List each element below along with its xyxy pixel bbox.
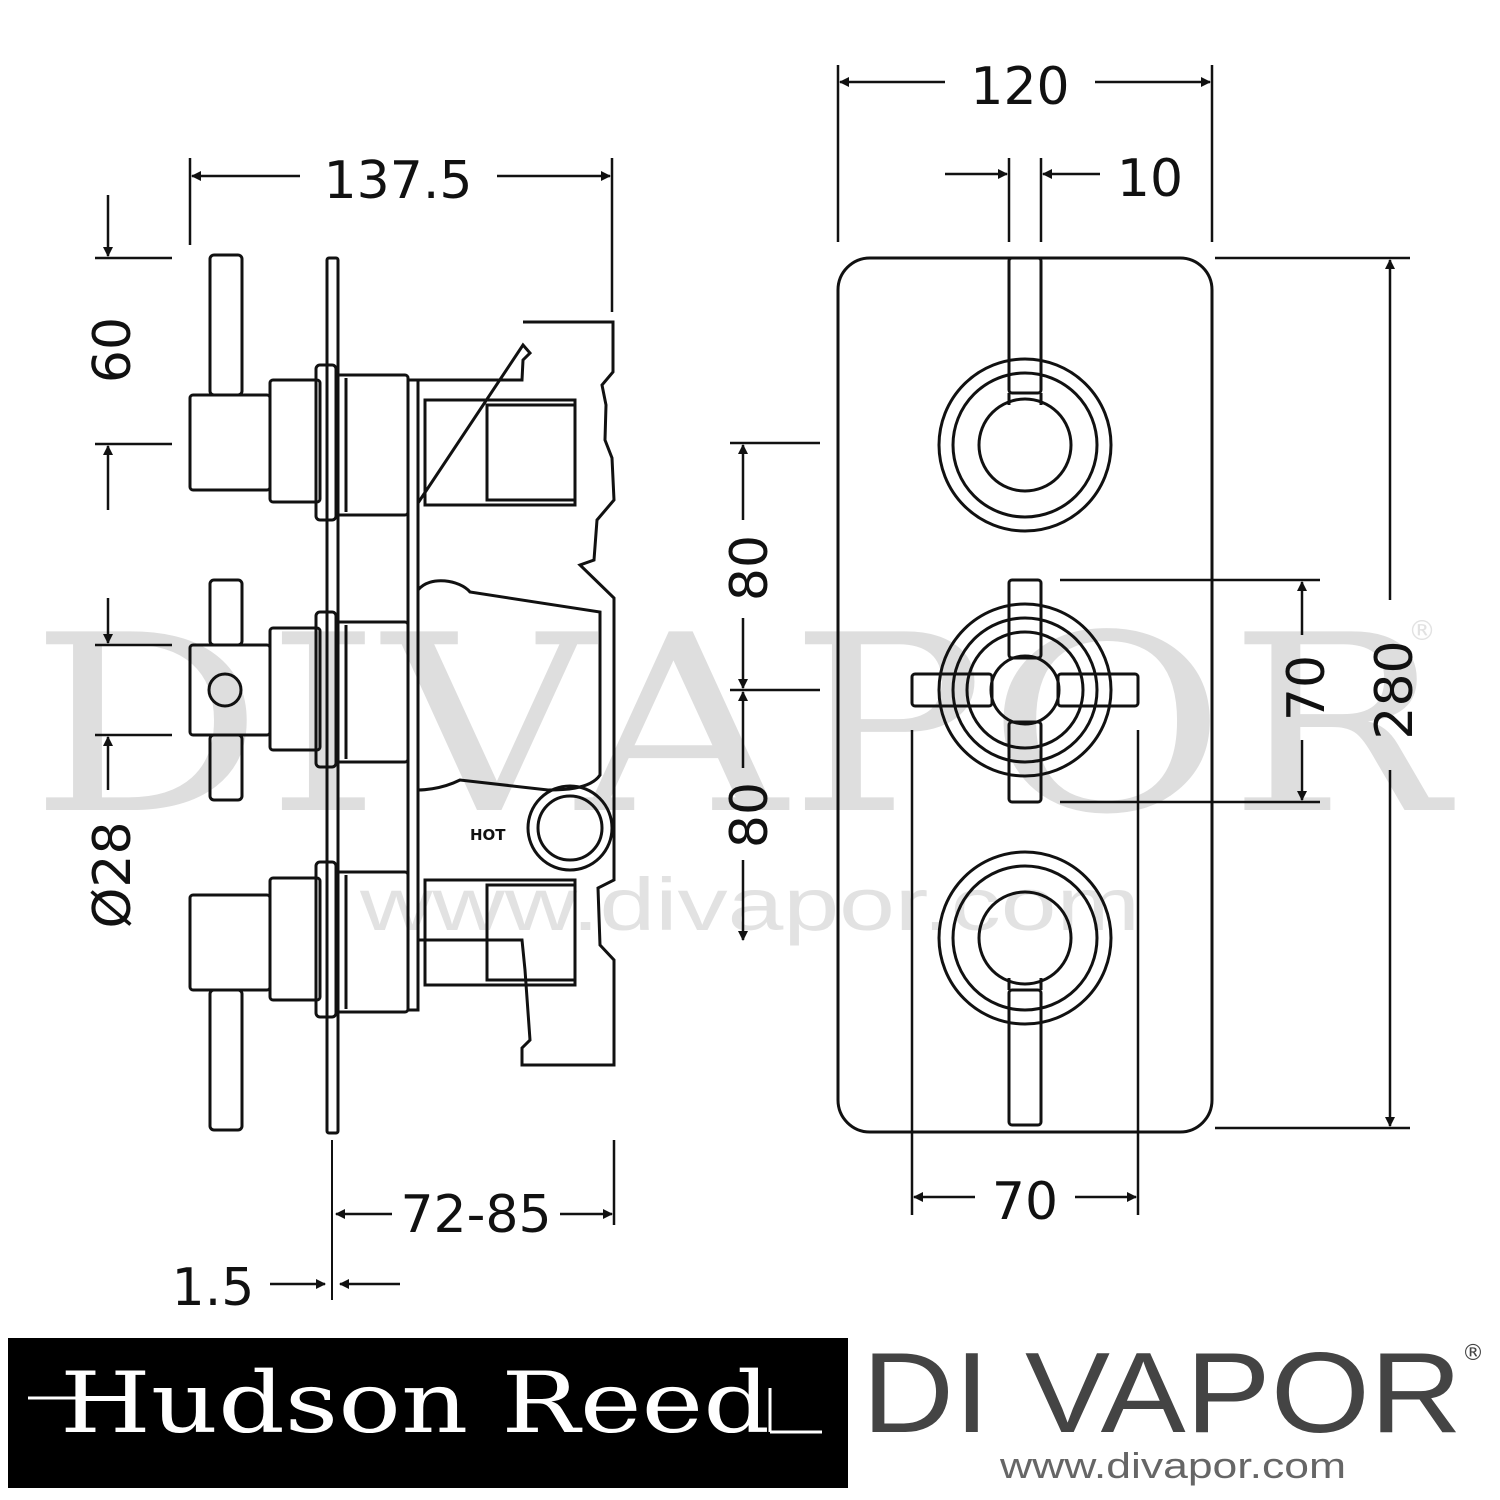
dim-cross-width: 70 [992,1172,1058,1232]
bottom-control [937,850,1113,1127]
upper-handle [188,253,410,522]
watermark-brand: DIVAPOR [30,583,1455,868]
dim-plate-width: 120 [970,57,1069,117]
front-view-dimensions [730,65,1410,1215]
watermark: DIVAPOR ® www.divapor.com [30,583,1455,946]
valve-body-outline [416,320,616,1067]
dim-handle-diameter: Ø28 [83,821,143,928]
right-brand-name: DI VAPOR [862,1330,1462,1457]
middle-handle [188,578,410,802]
dim-lever-length: 60 [83,317,143,383]
hot-inlet-outer [526,784,614,872]
left-brand-background [8,1338,848,1488]
side-wall-plate [325,256,340,1135]
middle-control [910,578,1140,804]
dim-overall-depth: 137.5 [324,151,473,211]
hot-inlet-inner [536,794,604,862]
front-view [836,256,1214,1134]
dim-cross-height: 70 [1277,655,1337,721]
lower-handle [188,860,410,1132]
side-view-dimensions [95,158,616,1289]
top-control [937,256,1113,533]
left-brand-name: Hudson Reed [60,1354,770,1452]
side-view [188,253,616,1300]
right-brand-registered-mark: ® [1462,1341,1484,1366]
right-brand-url: www.divapor.com [999,1445,1346,1486]
dim-spacing-bottom: 80 [720,782,780,848]
lower-cartridge-inner [485,883,577,982]
upper-cartridge-inner [485,403,577,502]
hot-inlet-label: HOT [470,826,506,844]
front-view-labels: 120 10 80 80 70 280 70 [720,57,1425,1232]
footer-left-brand: Hudson Reed [8,1338,848,1488]
upper-cartridge-outer [423,398,577,507]
watermark-url: www.divapor.com [359,863,1140,946]
watermark-registered-mark: ® [1408,614,1436,647]
dim-spacing-top: 80 [720,535,780,601]
footer-right-brand: DI VAPOR ® www.divapor.com [862,1330,1484,1486]
side-view-labels: 137.5 60 Ø28 72-85 1.5 HOT [83,151,552,1318]
dim-plate-thickness: 1.5 [172,1258,255,1318]
dim-wall-range: 72-85 [400,1185,551,1245]
dim-lever-width: 10 [1117,149,1183,209]
dim-plate-height: 280 [1365,640,1425,739]
valve-body-top [416,342,533,508]
